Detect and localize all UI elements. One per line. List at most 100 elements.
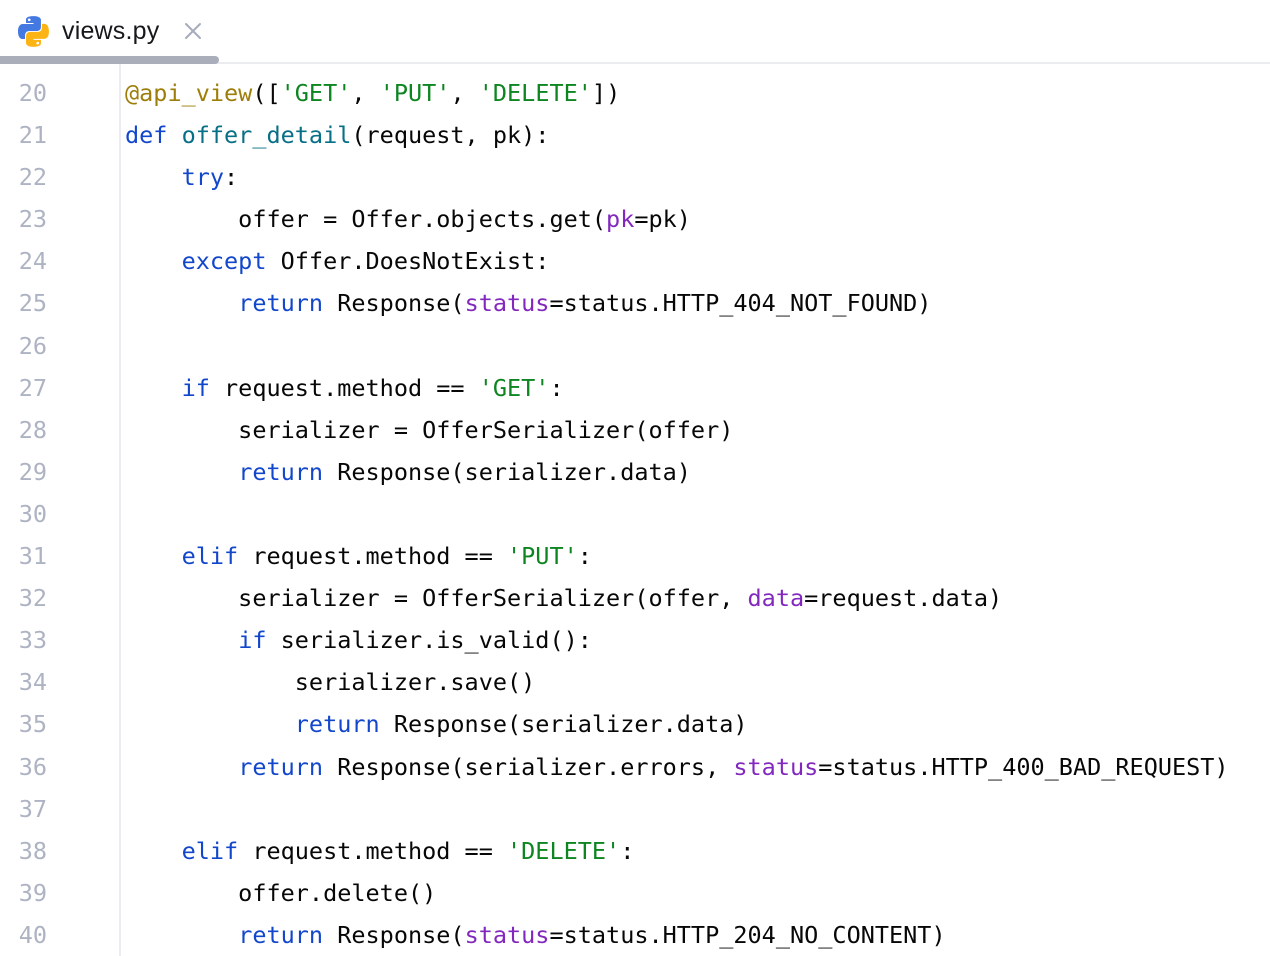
code-token-string: 'GET' <box>478 373 550 402</box>
python-file-icon <box>18 15 49 47</box>
code-line[interactable]: if serializer.is_valid(): <box>125 619 1270 661</box>
line-number[interactable]: 30 <box>18 499 47 528</box>
code-token-function: offer_detail <box>181 121 352 150</box>
code-token-plain: Response(serializer.data) <box>323 457 691 486</box>
line-number[interactable]: 21 <box>18 121 47 150</box>
code-line[interactable]: elif request.method == 'DELETE': <box>125 830 1270 872</box>
close-icon[interactable] <box>181 19 205 43</box>
line-number[interactable]: 26 <box>18 331 47 360</box>
line-number[interactable]: 24 <box>18 247 47 276</box>
code-line[interactable]: try: <box>125 156 1270 198</box>
code-line[interactable]: return Response(serializer.errors, statu… <box>125 746 1270 788</box>
code-token-plain: Response(serializer.errors, <box>323 752 734 781</box>
code-token-namedarg: data <box>747 584 805 613</box>
code-token-keyword: def <box>125 121 182 150</box>
code-token-plain <box>125 247 182 275</box>
line-number[interactable]: 37 <box>18 794 47 823</box>
code-token-string: 'PUT' <box>507 542 578 571</box>
code-token-keyword: return <box>238 920 324 949</box>
code-line[interactable]: return Response(status=status.HTTP_404_N… <box>125 282 1270 324</box>
line-number[interactable]: 28 <box>18 415 47 444</box>
code-line[interactable]: serializer.save() <box>125 661 1270 703</box>
code-token-plain: , <box>450 79 479 107</box>
line-number[interactable]: 40 <box>18 920 47 949</box>
line-number[interactable]: 31 <box>18 542 47 571</box>
code-line[interactable] <box>125 493 1270 535</box>
line-number[interactable]: 29 <box>18 457 47 486</box>
code-token-plain <box>125 289 238 317</box>
code-token-plain: : <box>620 836 635 865</box>
code-token-keyword: except <box>181 247 267 276</box>
code-token-plain: , <box>351 79 380 107</box>
code-line[interactable]: return Response(serializer.data) <box>125 703 1270 745</box>
code-token-namedarg: pk <box>606 205 635 234</box>
code-token-keyword: if <box>238 626 267 655</box>
line-number[interactable]: 39 <box>18 878 47 907</box>
code-token-plain: =pk) <box>634 205 691 234</box>
tab-title: views.py <box>62 16 160 45</box>
code-line[interactable]: except Offer.DoesNotExist: <box>125 240 1270 282</box>
code-token-keyword: return <box>238 457 324 486</box>
code-token-namedarg: status <box>464 920 550 949</box>
code-token-plain <box>125 921 238 949</box>
code-token-plain <box>125 374 182 402</box>
code-line[interactable]: @api_view(['GET', 'PUT', 'DELETE']) <box>125 72 1270 114</box>
code-line[interactable]: elif request.method == 'PUT': <box>125 535 1270 577</box>
code-line[interactable]: serializer = OfferSerializer(offer, data… <box>125 577 1270 619</box>
code-token-plain: offer.delete() <box>125 878 437 907</box>
line-number[interactable]: 38 <box>18 836 47 865</box>
code-area[interactable]: @api_view(['GET', 'PUT', 'DELETE'])def o… <box>121 64 1270 956</box>
line-number[interactable]: 32 <box>18 584 47 613</box>
code-line[interactable]: return Response(serializer.data) <box>125 451 1270 493</box>
editor-tab-bar: views.py <box>0 0 1270 64</box>
code-token-plain: serializer.is_valid(): <box>266 626 592 655</box>
line-number[interactable]: 25 <box>18 289 47 318</box>
code-token-plain: serializer = OfferSerializer(offer) <box>125 415 734 444</box>
line-number[interactable]: 35 <box>18 710 47 739</box>
code-token-plain: =status.HTTP_400_BAD_REQUEST) <box>818 752 1229 781</box>
code-token-plain: =status.HTTP_404_NOT_FOUND) <box>549 289 932 318</box>
code-token-plain: request.method == <box>238 542 508 571</box>
code-line[interactable]: offer = Offer.objects.get(pk=pk) <box>125 198 1270 240</box>
code-token-plain: : <box>549 373 564 402</box>
code-token-string: 'PUT' <box>379 79 451 107</box>
code-token-plain: =request.data) <box>804 584 1003 613</box>
line-number[interactable]: 34 <box>18 668 47 697</box>
code-token-plain <box>125 837 182 865</box>
code-token-plain <box>125 710 295 738</box>
code-token-namedarg: status <box>464 289 550 318</box>
code-token-plain: request.method == <box>238 836 508 865</box>
line-number[interactable]: 22 <box>18 163 47 192</box>
code-token-keyword: elif <box>181 836 239 865</box>
code-token-plain: =status.HTTP_204_NO_CONTENT) <box>549 920 946 949</box>
code-token-keyword: return <box>238 752 324 781</box>
code-token-plain <box>125 542 182 570</box>
line-number[interactable]: 36 <box>18 752 47 781</box>
code-token-plain: : <box>577 542 592 571</box>
line-number[interactable]: 23 <box>18 205 47 234</box>
code-line[interactable]: if request.method == 'GET': <box>125 367 1270 409</box>
code-token-string: 'DELETE' <box>507 836 621 865</box>
code-token-plain: offer = Offer.objects.get( <box>125 205 607 234</box>
tab-views-py[interactable]: views.py <box>0 0 227 62</box>
code-token-plain: Response(serializer.data) <box>379 710 748 739</box>
code-token-keyword: return <box>238 289 324 318</box>
code-token-plain: (request, pk): <box>351 121 550 150</box>
code-token-keyword: if <box>181 373 210 402</box>
code-line[interactable]: serializer = OfferSerializer(offer) <box>125 409 1270 451</box>
code-line[interactable]: offer.delete() <box>125 872 1270 914</box>
line-number[interactable]: 27 <box>18 373 47 402</box>
code-token-string: 'DELETE' <box>478 79 592 107</box>
code-token-namedarg: status <box>733 752 819 781</box>
line-number-gutter[interactable]: 20 21 22 23 24 25 26 27 28 29 30 31 32 33 34 35 36 37 38 39… <box>0 64 121 956</box>
code-line[interactable] <box>125 325 1270 367</box>
code-token-plain: request.method == <box>209 373 479 402</box>
code-token-keyword: try <box>181 163 225 192</box>
code-line[interactable]: def offer_detail(request, pk): <box>125 114 1270 156</box>
code-line[interactable] <box>125 788 1270 830</box>
code-token-plain: ([ <box>252 79 281 107</box>
code-line[interactable]: return Response(status=status.HTTP_204_N… <box>125 914 1270 956</box>
line-number[interactable]: 20 <box>18 79 47 107</box>
line-number[interactable]: 33 <box>18 626 47 655</box>
